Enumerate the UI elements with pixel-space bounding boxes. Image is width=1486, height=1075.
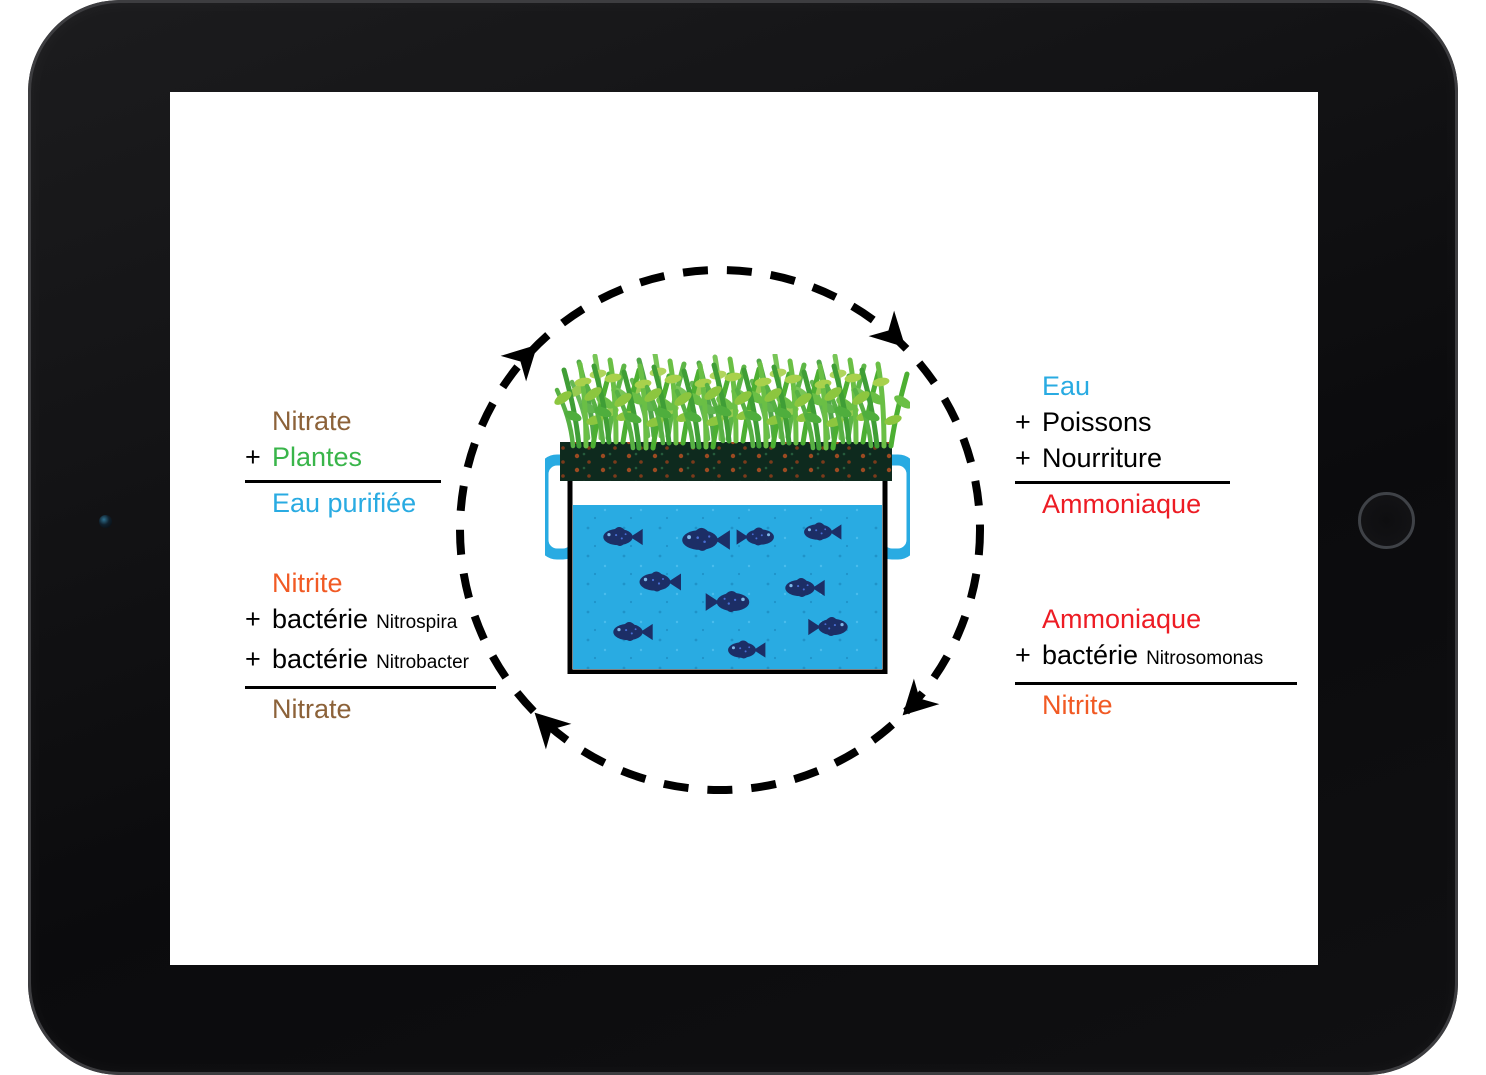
term-poissons: Poissons [1042,407,1152,437]
plus-sign: + [1015,443,1031,473]
plus-sign: + [245,644,261,674]
term-eau-purifiee: Eau purifiée [272,488,417,518]
tablet-frame: Nitrate + Plantes Eau purifiée Nitrite +… [28,0,1458,1075]
formula-line: + Poissons [1015,404,1230,440]
camera-dot [99,515,112,528]
plus-sign: + [245,442,261,472]
aquaponics-tank-illustration [545,354,910,674]
term-bacterie: bactérie [272,604,369,634]
species-nitrosomonas: Nitrosomonas [1146,648,1264,669]
fraction-rule [1015,481,1230,484]
formula-line: + bactérie Nitrospira [245,601,496,641]
plus-sign: + [245,604,261,634]
term-bacterie: bactérie [1042,640,1139,670]
term-plantes: Plantes [272,442,363,472]
formula-line: + bactérie Nitrosomonas [1015,637,1297,677]
screen: Nitrate + Plantes Eau purifiée Nitrite +… [170,92,1318,965]
arrowhead-bottom-right-icon [902,678,940,716]
term-nourriture: Nourriture [1042,443,1163,473]
term-ammoniaque: Ammoniaque [1042,604,1202,634]
term-bacterie: bactérie [272,644,369,674]
term-ammoniaque: Ammoniaque [1042,489,1202,519]
species-nitrospira: Nitrospira [376,612,458,633]
cycle-arrows-circle [456,266,984,794]
formula-line: Ammoniaque [1015,601,1297,637]
formula-result-line: Nitrate [245,691,496,727]
formula-top-right: Eau + Poissons + Nourriture Ammoniaque [1015,368,1230,522]
fraction-rule [245,480,441,483]
formula-result-line: Nitrite [1015,687,1297,723]
grow-bed-soil [560,442,892,481]
species-nitrobacter: Nitrobacter [376,652,469,673]
fraction-rule [245,686,496,689]
formula-line: + Plantes [245,439,441,475]
formula-result-line: Ammoniaque [1015,486,1230,522]
formula-top-left: Nitrate + Plantes Eau purifiée [245,403,441,521]
term-nitrite: Nitrite [1042,690,1113,720]
formula-bottom-right: Ammoniaque + bactérie Nitrosomonas Nitri… [1015,601,1297,723]
home-button[interactable] [1358,492,1415,549]
dashed-circle [456,266,984,794]
arrowhead-top-right-icon [868,310,906,348]
plants-icon [552,354,910,448]
term-nitrate: Nitrate [272,406,352,436]
arrowhead-bottom-left-icon [534,712,572,750]
formula-result-line: Eau purifiée [245,485,441,521]
formula-line: Nitrate [245,403,441,439]
formula-line: + bactérie Nitrobacter [245,641,496,681]
formula-bottom-left: Nitrite + bactérie Nitrospira + bactérie… [245,565,496,727]
formula-line: + Nourriture [1015,440,1230,476]
term-eau: Eau [1042,371,1091,401]
term-nitrite: Nitrite [272,568,343,598]
term-nitrate: Nitrate [272,694,352,724]
formula-line: Eau [1015,368,1230,404]
arrowhead-top-left-icon [500,344,538,382]
plus-sign: + [1015,640,1031,670]
plus-sign: + [1015,407,1031,437]
formula-line: Nitrite [245,565,496,601]
fraction-rule [1015,682,1297,685]
